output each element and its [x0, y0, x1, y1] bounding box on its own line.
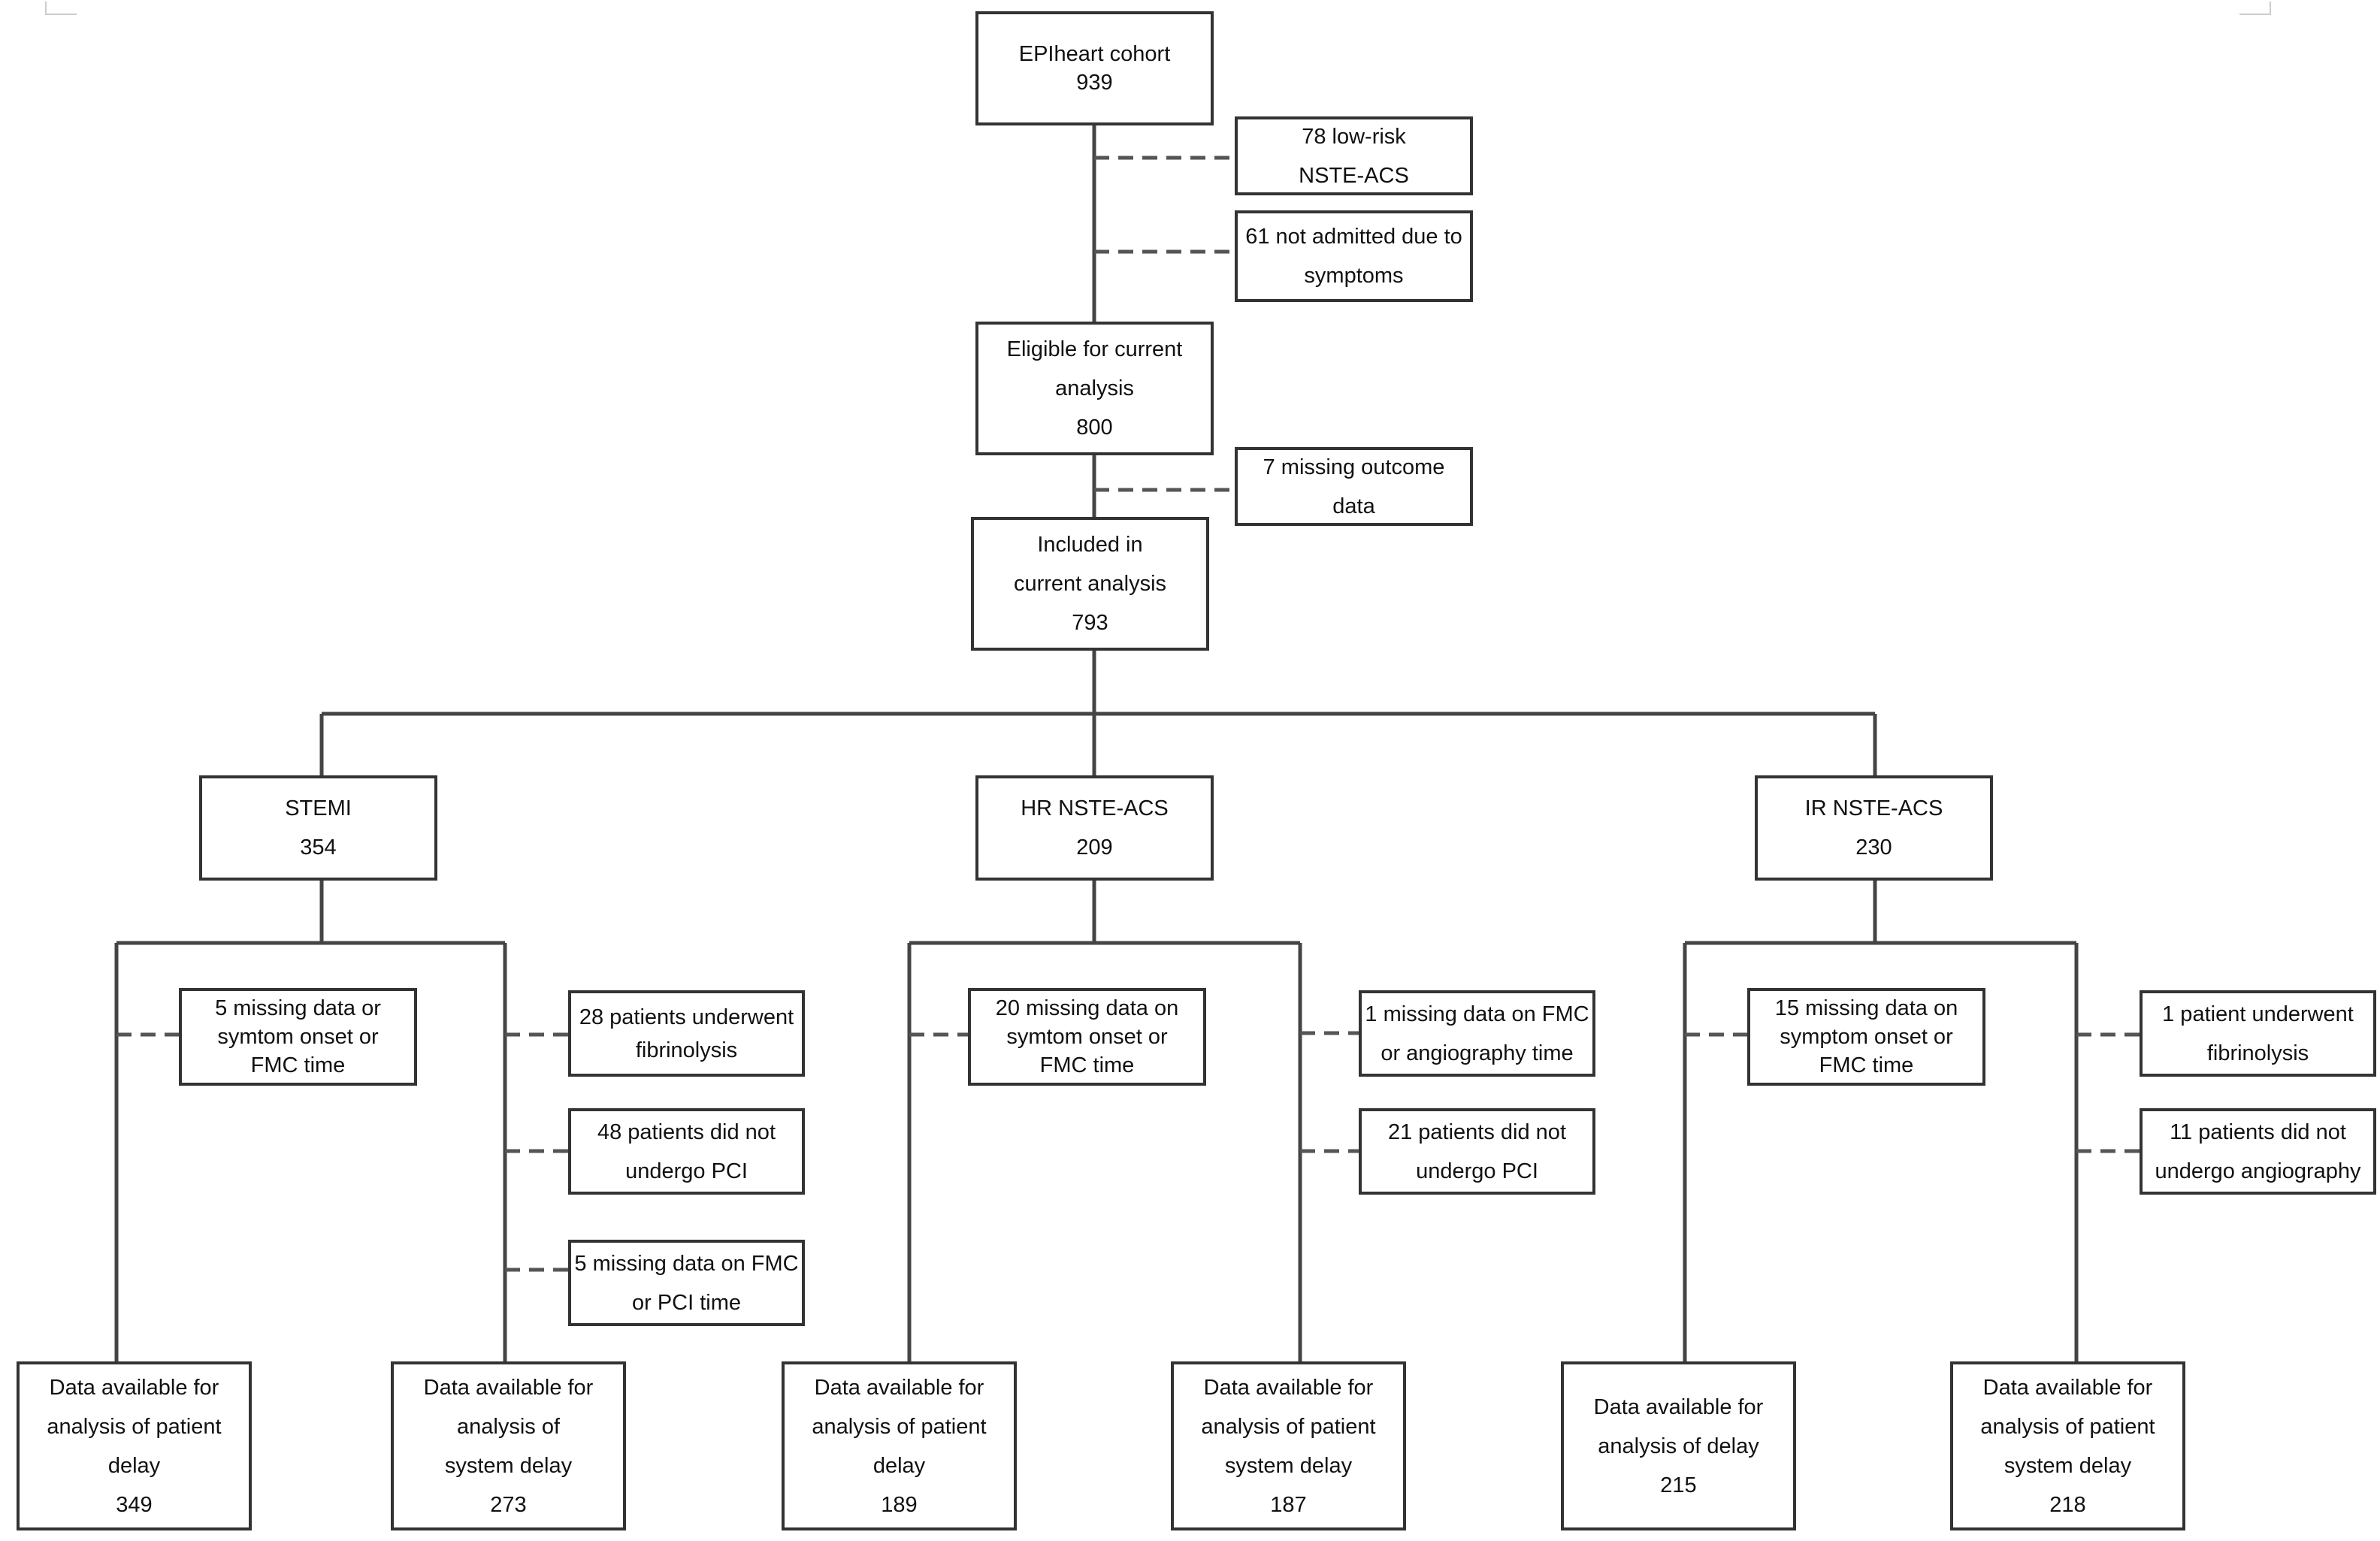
box-line: undergo angiography — [2155, 1159, 2361, 1183]
box-line: Data available for — [49, 1375, 219, 1400]
page-corner-right — [2239, 2, 2271, 15]
box-stemi-system-exclusion-3: 5 missing data on FMC or PCI time — [568, 1240, 805, 1326]
box-ir-system-result: Data available for analysis of patient s… — [1950, 1361, 2185, 1530]
box-line: analysis of patient — [812, 1414, 987, 1439]
box-line: system delay — [2003, 1453, 2132, 1478]
box-line: symtom onset or — [217, 1025, 379, 1049]
box-included: Included in current analysis 793 — [971, 517, 1209, 651]
box-line: analysis of — [456, 1414, 560, 1439]
box-line: 61 not admitted due to — [1245, 225, 1462, 249]
box-count: 215 — [1660, 1473, 1697, 1497]
box-ir-patient-exclusion: 15 missing data on symptom onset or FMC … — [1747, 988, 1985, 1086]
box-line: Data available for — [1982, 1375, 2153, 1400]
box-ir-system-exclusion-2: 11 patients did not undergo angiography — [2140, 1108, 2376, 1195]
box-hr-system-exclusion-1: 1 missing data on FMC or angiography tim… — [1359, 990, 1595, 1077]
box-line: delay — [872, 1453, 926, 1478]
box-line: Data available for — [1593, 1394, 1764, 1419]
box-line: symptoms — [1304, 264, 1404, 288]
box-ir-system-exclusion-1: 1 patient underwent fibrinolysis — [2140, 990, 2376, 1077]
box-group-stemi: STEMI 354 — [199, 775, 437, 881]
box-line: FMC time — [250, 1053, 346, 1077]
box-line: 28 patients underwent — [579, 1005, 794, 1029]
box-eligible: Eligible for current analysis 800 — [975, 322, 1214, 455]
box-line: system delay — [1224, 1453, 1353, 1478]
box-line: delay — [107, 1453, 161, 1478]
box-line: 5 missing data or — [215, 996, 381, 1020]
box-line: undergo PCI — [1416, 1159, 1538, 1183]
box-line: analysis of patient — [1201, 1414, 1376, 1439]
box-line: Included in — [1037, 533, 1143, 557]
box-count: 230 — [1855, 835, 1892, 860]
box-count: 793 — [1072, 611, 1108, 635]
box-hr-system-exclusion-2: 21 patients did not undergo PCI — [1359, 1108, 1595, 1195]
box-excluded-not-admitted: 61 not admitted due to symptoms — [1235, 210, 1473, 302]
box-line: symtom onset or — [1006, 1025, 1168, 1049]
box-line: 20 missing data on — [995, 996, 1179, 1020]
box-group-ir-nste: IR NSTE-ACS 230 — [1755, 775, 1993, 881]
box-line: 1 patient underwent — [2162, 1002, 2354, 1026]
box-line: 78 low-risk — [1302, 124, 1406, 149]
box-hr-system-result: Data available for analysis of patient s… — [1171, 1361, 1406, 1530]
box-stemi-patient-exclusion: 5 missing data or symtom onset or FMC ti… — [179, 988, 417, 1086]
box-line: FMC time — [1039, 1053, 1135, 1077]
box-line: HR NSTE-ACS — [1021, 796, 1169, 820]
box-line: EPIheart cohort — [1018, 42, 1171, 66]
box-line: IR NSTE-ACS — [1804, 796, 1943, 820]
box-excluded-low-risk: 78 low-risk NSTE-ACS — [1235, 116, 1473, 195]
box-excluded-missing-outcome: 7 missing outcome data — [1235, 447, 1473, 526]
box-line: 21 patients did not — [1387, 1119, 1566, 1144]
box-line: analysis — [1055, 376, 1134, 400]
box-line: NSTE-ACS — [1299, 163, 1409, 188]
box-line: analysis of delay — [1598, 1434, 1759, 1458]
box-line: 1 missing data on FMC — [1365, 1002, 1589, 1026]
box-count: 354 — [300, 835, 337, 860]
box-line: Eligible for current — [1006, 337, 1183, 361]
box-line: analysis of patient — [47, 1414, 222, 1439]
box-line: STEMI — [285, 796, 352, 820]
box-stemi-system-result: Data available for analysis of system de… — [391, 1361, 626, 1530]
box-hr-patient-exclusion: 20 missing data on symtom onset or FMC t… — [968, 988, 1206, 1086]
box-count: 273 — [490, 1492, 527, 1517]
box-line: symptom onset or — [1780, 1025, 1953, 1049]
box-count: 800 — [1076, 415, 1113, 440]
box-count: 189 — [881, 1492, 918, 1517]
box-line: or angiography time — [1381, 1041, 1574, 1065]
box-line: 48 patients did not — [597, 1119, 776, 1144]
box-line: 7 missing outcome — [1263, 455, 1445, 479]
box-line: FMC time — [1819, 1053, 1914, 1077]
box-hr-patient-result: Data available for analysis of patient d… — [782, 1361, 1017, 1530]
box-count: 349 — [116, 1492, 153, 1517]
box-stemi-system-exclusion-1: 28 patients underwent fibrinolysis — [568, 990, 805, 1077]
box-stemi-patient-result: Data available for analysis of patient d… — [17, 1361, 252, 1530]
box-line: fibrinolysis — [2206, 1041, 2309, 1065]
page-corner-left — [45, 2, 77, 15]
box-line: 11 patients did not — [2170, 1119, 2346, 1144]
box-line: system delay — [444, 1453, 573, 1478]
box-line: Data available for — [1203, 1375, 1374, 1400]
box-count: 218 — [2049, 1492, 2086, 1517]
box-line: Data available for — [423, 1375, 594, 1400]
box-line: undergo PCI — [625, 1159, 748, 1183]
box-line: 15 missing data on — [1774, 996, 1958, 1020]
box-line: analysis of patient — [1980, 1414, 2155, 1439]
box-count: 187 — [1270, 1492, 1307, 1517]
box-line: or PCI time — [631, 1290, 742, 1315]
box-count: 939 — [1076, 71, 1113, 95]
box-line: data — [1332, 494, 1375, 518]
box-line: 5 missing data on FMC — [574, 1251, 799, 1276]
box-group-hr-nste: HR NSTE-ACS 209 — [975, 775, 1214, 881]
box-stemi-system-exclusion-2: 48 patients did not undergo PCI — [568, 1108, 805, 1195]
box-line: current analysis — [1013, 572, 1167, 596]
box-line: fibrinolysis — [635, 1038, 738, 1062]
box-line: Data available for — [814, 1375, 984, 1400]
box-count: 209 — [1076, 835, 1113, 860]
box-ir-patient-result: Data available for analysis of delay 215 — [1561, 1361, 1796, 1530]
box-epiheart-cohort: EPIheart cohort 939 — [975, 11, 1214, 125]
